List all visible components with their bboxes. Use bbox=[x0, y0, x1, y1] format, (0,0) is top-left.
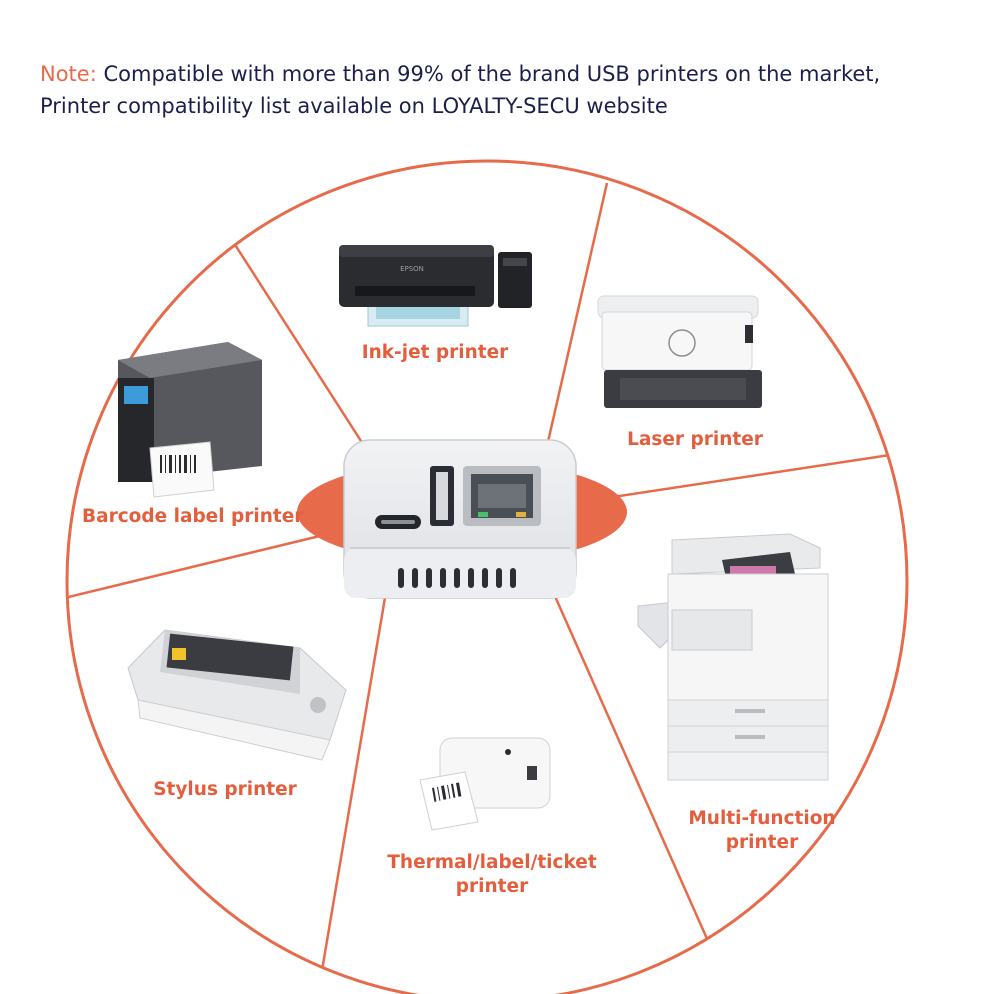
hp-logo-icon bbox=[668, 329, 696, 357]
thermal-printer-icon bbox=[419, 737, 551, 831]
note-text-1: Compatible with more than 99% of the bra… bbox=[96, 62, 881, 86]
compatibility-note: Note: Compatible with more than 99% of t… bbox=[40, 58, 990, 122]
label-multifunction-line-2: printer bbox=[725, 832, 799, 853]
divider-line bbox=[230, 239, 372, 456]
label-thermal: Thermal/label/ticket printer bbox=[382, 851, 602, 899]
stylus-printer-icon bbox=[127, 629, 347, 761]
label-laser: Laser printer bbox=[627, 429, 763, 450]
inkjet-printer-icon: EPSON bbox=[339, 245, 532, 327]
label-barcode: Barcode label printer bbox=[82, 506, 304, 527]
barcode-printer-icon bbox=[118, 342, 262, 498]
note-line-2: Printer compatibility list available on … bbox=[40, 94, 668, 118]
label-inkjet: Ink-jet printer bbox=[361, 342, 509, 363]
inkjet-brand: EPSON bbox=[400, 265, 424, 273]
note-lead: Note: bbox=[40, 62, 97, 86]
divider-line bbox=[543, 182, 609, 456]
divider-line bbox=[316, 579, 390, 994]
divider-line bbox=[548, 584, 714, 951]
note-line-1: Note: Compatible with more than 99% of t… bbox=[40, 58, 990, 90]
multifunction-printer-icon bbox=[637, 533, 829, 781]
label-thermal-line-1: Thermal/label/ticket bbox=[387, 852, 597, 873]
laser-printer-icon bbox=[597, 295, 762, 408]
label-thermal-line-2: printer bbox=[455, 876, 529, 897]
wheel-outline bbox=[65, 159, 909, 994]
label-stylus: Stylus printer bbox=[153, 779, 297, 800]
divider-line bbox=[67, 523, 366, 604]
label-multifunction: Multi-function printer bbox=[672, 807, 852, 855]
print-server-device-icon bbox=[343, 439, 577, 599]
label-multifunction-line-1: Multi-function bbox=[688, 808, 836, 829]
